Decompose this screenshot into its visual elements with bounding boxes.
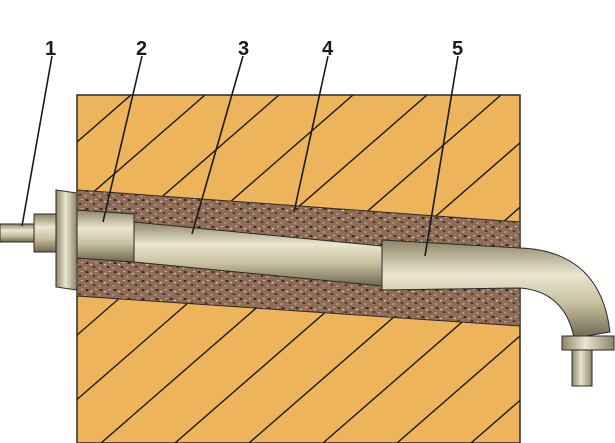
hatch-line [322, 270, 520, 443]
callout-5: 5 [452, 38, 463, 60]
callout-2: 2 [136, 38, 147, 60]
callout-4: 4 [322, 38, 334, 60]
threaded-rod-end [0, 213, 57, 253]
callout-1: 1 [45, 38, 56, 60]
hatch-line [77, 95, 206, 208]
leader-lines [21, 55, 459, 257]
bent-anchor-end [381, 239, 615, 387]
hatch-line [396, 335, 520, 443]
anchor-sleeve [76, 209, 135, 263]
anchor-head [55, 189, 78, 291]
hatch-line [0, 95, 57, 443]
callout-3: 3 [238, 38, 249, 60]
